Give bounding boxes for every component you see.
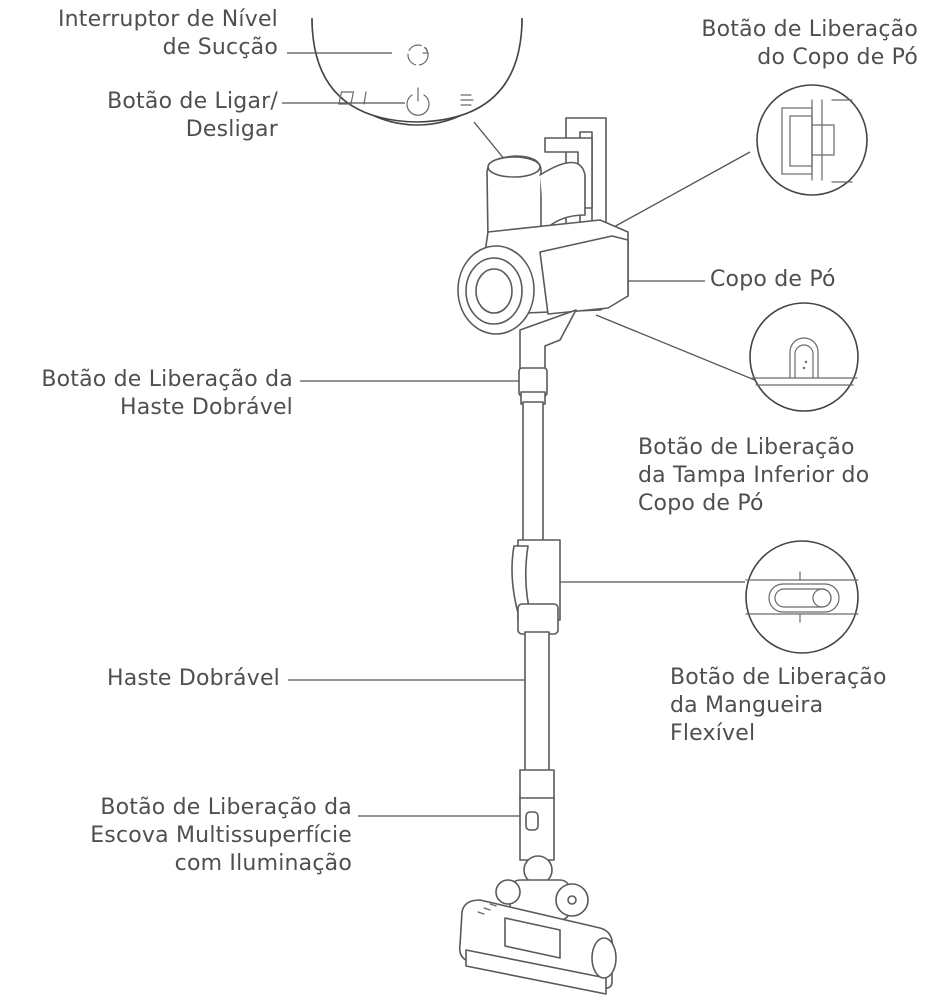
label-hose-release-button: Botão de Liberação da Mangueira Flexível [670,665,887,746]
label-suction-level-switch: Interruptor de Nível de Sucção [57,7,278,60]
label-brush-release-button: Botão de Liberação da Escova Multissuper… [90,795,352,876]
mode-icon [338,91,367,105]
bottom-release-detail [749,302,859,412]
leader-dust-cup-release [611,151,751,229]
leader-bottom-release [595,314,763,384]
label-folding-rod-release-button: Botão de Liberação da Haste Dobrável [41,367,293,420]
label-folding-rod: Haste Dobrável [107,666,280,691]
label-dust-cup-bottom-release-button: Botão de Liberação da Tampa Inferior do … [638,435,870,516]
vacuum-body [457,117,629,995]
hose-release-detail [745,540,859,654]
label-power-button: Botão de Ligar/ Desligar [107,89,278,142]
suction-level-icon [407,44,429,66]
label-dust-cup: Copo de Pó [710,267,836,292]
control-panel-detail [311,17,523,161]
dust-cup-release-detail [756,84,868,196]
power-icon [406,87,430,116]
label-dust-cup-release-button: Botão de Liberação do Copo de Pó [701,17,918,70]
turbo-icon [460,94,474,106]
